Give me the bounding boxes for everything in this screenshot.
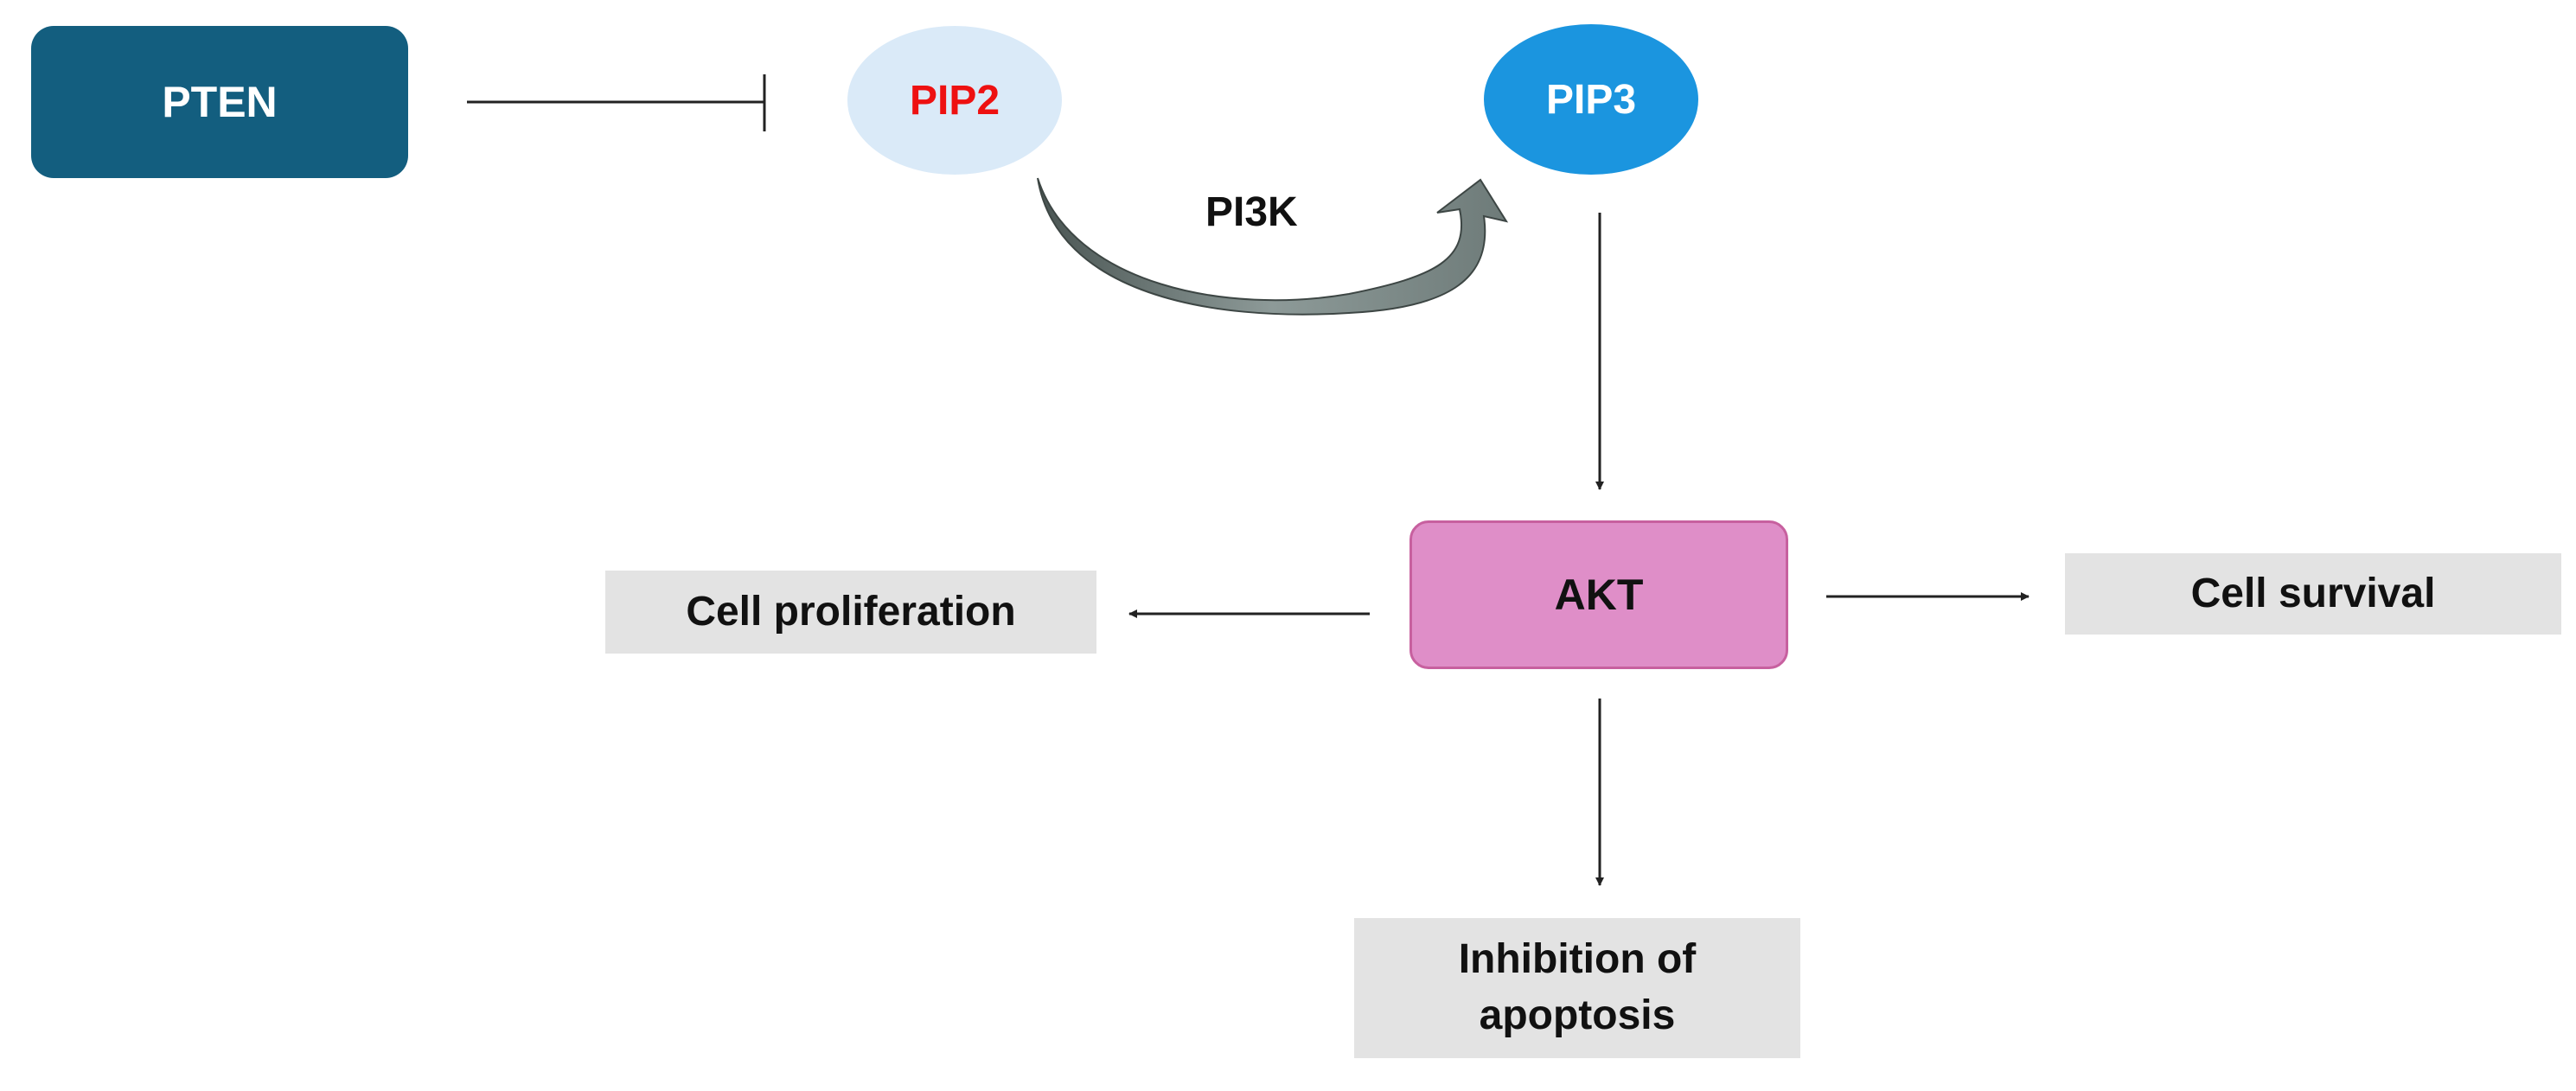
pi3k-curved-arrow (1037, 177, 1509, 316)
akt-label: AKT (1554, 571, 1644, 619)
akt-node: AKT (1409, 520, 1788, 669)
pip3-label: PIP3 (1545, 76, 1637, 123)
inhibition-of-apoptosis-box: Inhibition of apoptosis (1354, 918, 1800, 1058)
cell-survival-box: Cell survival (2065, 553, 2561, 635)
pten-label: PTEN (162, 78, 278, 126)
pip2-node: PIP2 (847, 26, 1062, 175)
pip2-label: PIP2 (909, 77, 1000, 124)
cell-survival-label: Cell survival (2190, 570, 2436, 616)
pi3k-label: PI3K (1205, 189, 1298, 235)
apoptosis-label-line1: Inhibition of (1458, 936, 1697, 983)
pten-node: PTEN (31, 26, 408, 178)
cell-proliferation-box: Cell proliferation (605, 571, 1096, 654)
pip3-node: PIP3 (1484, 24, 1698, 175)
cell-proliferation-label: Cell proliferation (686, 588, 1016, 635)
apoptosis-label-line2: apoptosis (1479, 992, 1676, 1038)
